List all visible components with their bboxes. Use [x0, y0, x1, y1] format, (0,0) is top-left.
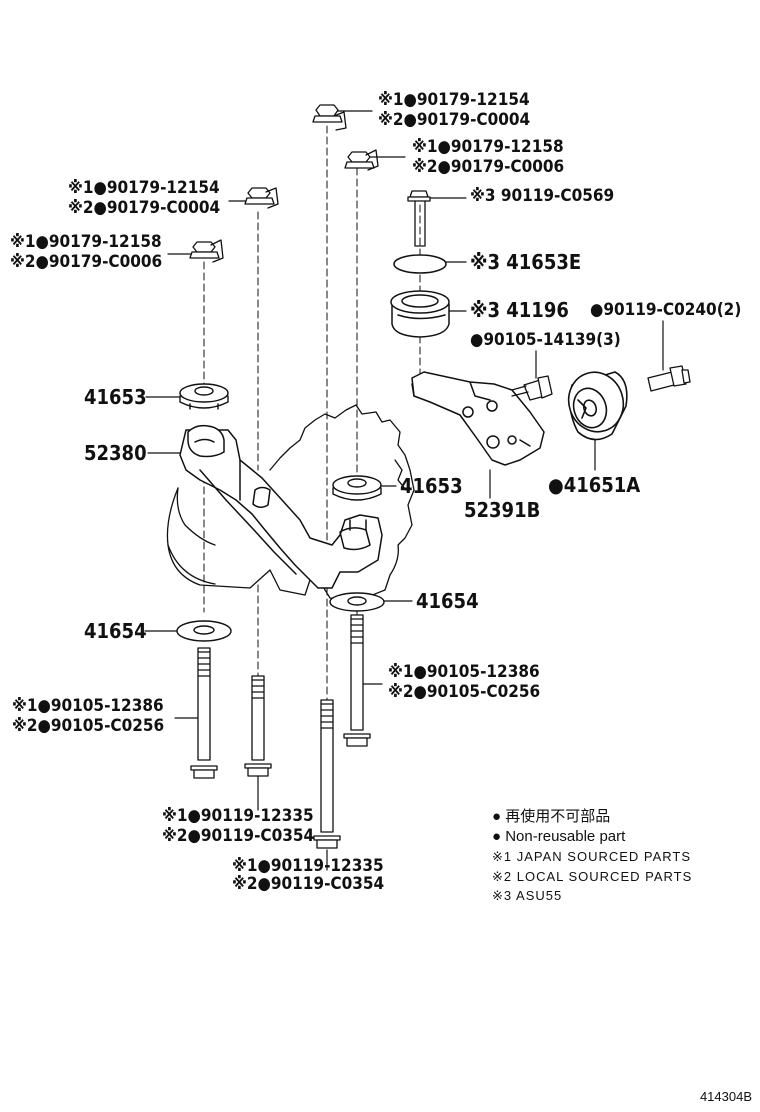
flange-nut-upper-mid — [344, 149, 379, 171]
label-top-b2: ※2●90179-C0006 — [412, 157, 565, 177]
flange-nut-left-upper — [244, 187, 279, 209]
label-41653-left: 41653 — [84, 385, 147, 409]
legend-non-reusable-jp: ● 再使用不可部品 — [492, 808, 611, 825]
washer-41654-left — [176, 620, 232, 642]
label-left-a1: ※1●90179-12154 — [68, 178, 220, 198]
flange-nut-top-right — [312, 104, 347, 131]
bracket-52380 — [179, 424, 383, 589]
label-bolt-l2: ※2●90105-C0256 — [12, 716, 165, 736]
label-bolt-b2: ※2●90119-C0354 — [232, 874, 385, 894]
centerlines — [203, 125, 421, 701]
bolt-c0240 — [647, 365, 691, 392]
legend-japan-sourced: ※1 JAPAN SOURCED PARTS — [492, 849, 692, 864]
bushing-41196 — [390, 290, 450, 338]
label-41651a: ●41651A — [548, 473, 641, 497]
washer-41653e — [393, 254, 447, 274]
label-41654-left: 41654 — [84, 619, 147, 643]
label-bolt-b1: ※1●90119-12335 — [232, 856, 384, 876]
transmission-case — [166, 404, 415, 601]
label-bolt-c0240: ●90119-C0240(2) — [590, 300, 742, 320]
label-bolt-r1: ※1●90105-12386 — [388, 662, 540, 682]
label-52391b: 52391B — [464, 498, 541, 522]
label-top-b1: ※1●90179-12158 — [412, 137, 564, 157]
label-bolt-c0569: ※3 90119-C0569 — [470, 186, 615, 206]
bolt-right-long — [343, 614, 371, 747]
legend-non-reusable-en: ● Non-reusable part — [492, 828, 626, 845]
label-bolt-m1: ※1●90119-12335 — [162, 806, 314, 826]
label-41653-right: 41653 — [400, 474, 463, 498]
label-left-a2: ※2●90179-C0004 — [68, 198, 221, 218]
legend-local-sourced: ※2 LOCAL SOURCED PARTS — [492, 869, 693, 884]
label-bolt-m2: ※2●90119-C0354 — [162, 826, 315, 846]
label-bolt-14139: ●90105-14139(3) — [470, 330, 621, 350]
bolt-middle-right — [313, 699, 341, 849]
flange-nut-left-lower — [189, 239, 224, 263]
bracket-52391b — [411, 371, 545, 466]
figure-number: 414304B — [699, 1089, 752, 1104]
washer-41654-right — [329, 592, 385, 612]
washer-41653-right — [332, 475, 382, 501]
label-bushing-41196: ※3 41196 — [470, 298, 569, 322]
bolt-14139 — [511, 375, 553, 401]
label-top-a2: ※2●90179-C0004 — [378, 110, 531, 130]
label-52380: 52380 — [84, 441, 147, 465]
legend-asu55: ※3 ASU55 — [492, 888, 563, 903]
label-left-b1: ※1●90179-12158 — [10, 232, 162, 252]
label-top-a1: ※1●90179-12154 — [378, 90, 530, 110]
label-bolt-r2: ※2●90105-C0256 — [388, 682, 541, 702]
bolt-middle-left — [244, 675, 272, 777]
washer-41653-left — [179, 383, 229, 410]
bushing-41651a — [567, 371, 628, 441]
label-washer-41653e: ※3 41653E — [470, 250, 582, 274]
bolt-left-long — [190, 647, 218, 779]
bolt-c0569 — [407, 190, 431, 247]
label-bolt-l1: ※1●90105-12386 — [12, 696, 164, 716]
label-41654-right: 41654 — [416, 589, 479, 613]
label-left-b2: ※2●90179-C0006 — [10, 252, 163, 272]
leader-lines — [144, 110, 664, 871]
